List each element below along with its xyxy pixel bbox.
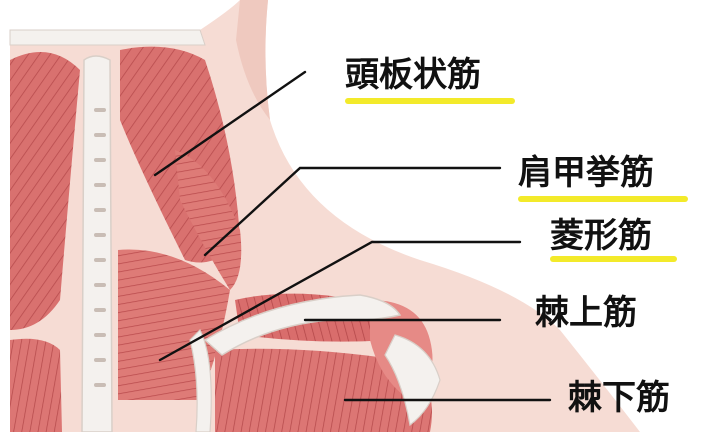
highlight-rhomboid	[550, 256, 677, 262]
highlight-splenius-capitis	[345, 98, 515, 104]
label-supraspinatus: 棘上筋	[535, 293, 637, 333]
label-infraspinatus: 棘下筋	[568, 378, 670, 418]
label-splenius-capitis: 頭板状筋	[345, 55, 481, 95]
label-levator-scapulae: 肩甲挙筋	[518, 153, 654, 193]
highlight-levator-scapulae	[518, 196, 688, 202]
label-rhomboid: 菱形筋	[550, 216, 652, 256]
